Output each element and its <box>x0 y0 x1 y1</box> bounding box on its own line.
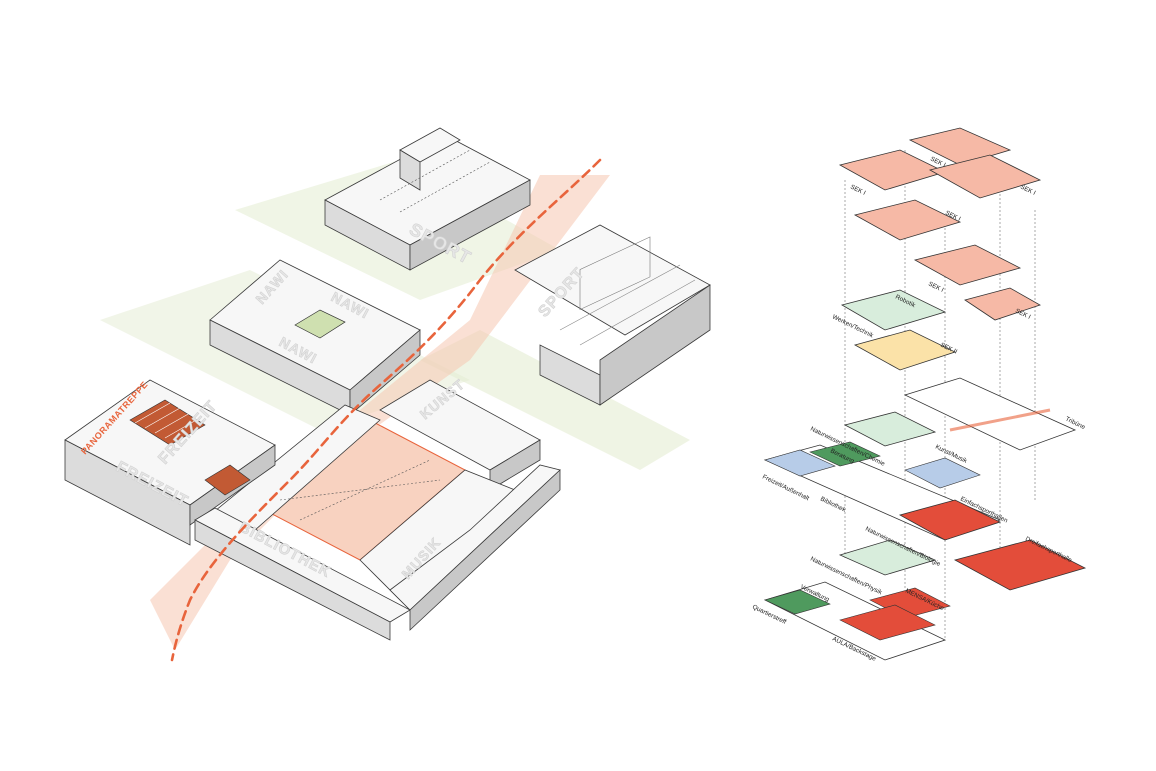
floor-plate-werken <box>840 289 947 331</box>
route-dashed-path <box>170 158 602 662</box>
floor-plate-verwaltung <box>764 589 831 615</box>
floor-plate-sek1-d <box>913 244 1022 286</box>
label-bibliothek: Bibliothek <box>819 496 847 515</box>
label-sek1-3: SEK I <box>1019 184 1037 197</box>
block-sport-right: SPORT <box>514 224 711 406</box>
floor-plate-sek1-b <box>928 154 1042 199</box>
panoramatreppe-stairs <box>129 399 206 446</box>
floor-plate-aula <box>839 604 936 641</box>
route-band <box>150 175 610 650</box>
floor-plate-dreifachsport <box>953 539 1087 591</box>
green-strip-lower <box>420 330 690 470</box>
block-freizeit: PANORAMATREPPE FREIZEIT FREIZEIT <box>64 379 276 546</box>
floor-plate-kunst-musik <box>904 457 981 489</box>
floor-plate-sek1-e <box>964 287 1041 321</box>
block-bibliothek: BIBLIOTHEK MUSIK <box>194 464 561 641</box>
exploded-floor-stack: SEK I SEK I SEK I SEK I SEK I SEK I Robo… <box>751 127 1087 663</box>
floor-plate-sek1-top <box>908 127 1012 166</box>
floor-plate-tribuene <box>903 377 1077 451</box>
label-sek1-5: SEK I <box>927 281 945 294</box>
block-central-hall <box>209 404 541 611</box>
floor-plate-chemie <box>843 411 937 447</box>
label-sek1-2: SEK I <box>849 184 867 197</box>
floor-plate-physik <box>838 539 937 576</box>
lower-stairs <box>204 464 251 496</box>
axonometric-school-model: SPORT NAWI NAWI NAWI SPORT KUNST <box>64 127 711 662</box>
floor-plate-sek1-c <box>853 199 962 241</box>
label-freizeit-aussen: Freizeit/Außenhalt <box>761 474 810 503</box>
label-sek1-6: SEK I <box>1014 308 1032 321</box>
floor-plate-sek2 <box>853 329 957 371</box>
floor-plate-freizeit-aussen <box>764 449 836 477</box>
floor-plate-beratung <box>809 441 881 467</box>
floor-plate-einfachsport <box>898 499 1002 541</box>
